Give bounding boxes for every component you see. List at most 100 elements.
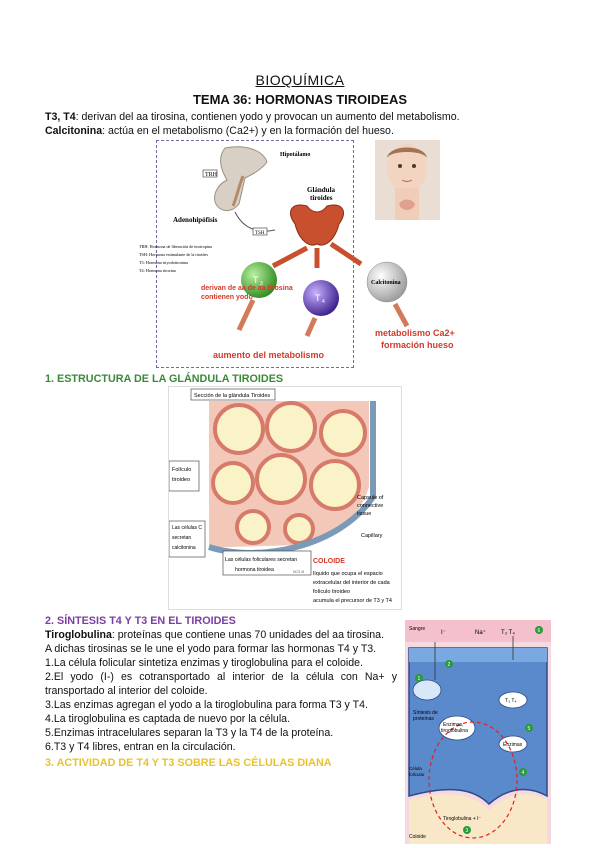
hormone-diagram-frame — [156, 140, 354, 368]
step-markers: 1 2 3 4 5 6 — [415, 626, 543, 834]
arrow-to-t3 — [271, 245, 309, 269]
watermark: NCS M — [293, 570, 304, 574]
na-label: Na⁺ — [475, 629, 486, 636]
capillary-label: Capillary — [361, 533, 383, 539]
t3-ball-label: T — [253, 275, 259, 285]
seccion-box — [190, 388, 276, 401]
page-title: BIOQUÍMICA — [255, 72, 345, 88]
step-5: 5.Enzimas intracelulares separan la T3 y… — [45, 727, 334, 739]
capsule-label-3: tissue — [357, 511, 371, 517]
gland-structure-figure: Sección de la glándula Tiroides Folículo… — [168, 386, 402, 610]
tsh-arrow — [234, 211, 276, 232]
legend-tsh: TSH: Hormona estimulante de la tiroides — [139, 252, 208, 257]
section3-heading: 3. ACTIVIDAD DE T4 Y T3 SOBRE LAS CÉLULA… — [45, 757, 332, 769]
mouth — [401, 179, 413, 182]
step-marker-5-label: 5 — [528, 726, 531, 732]
step-1: 1.La célula folicular sintetiza enzimas … — [45, 657, 363, 669]
legend-trh: TRH: Hormona de liberación de tirotropin… — [139, 244, 212, 249]
tiroglobulina-term: Tiroglobulina — [45, 629, 112, 641]
section2-body: Tiroglobulina: proteínas que contiene un… — [45, 628, 397, 754]
t3t4-text: : derivan del aa tirosina, contienen yod… — [75, 111, 460, 123]
coloide-text-3: folículo tiroideo — [313, 589, 350, 595]
coloide-diagram-label: Coloide — [409, 834, 426, 840]
follicle — [235, 509, 271, 545]
step-6: 6.T3 y T4 libres, entran en la circulaci… — [45, 741, 236, 753]
step-3: 3.Las enzimas agregan el yodo a la tirog… — [45, 699, 368, 711]
calcitonina-text: : actúa en el metabolismo (Ca2+) y en la… — [102, 125, 394, 137]
section1-heading: 1. ESTRUCTURA DE LA GLÁNDULA TIROIDES — [45, 373, 284, 385]
seccion-label: Sección de la glándula Tiroides — [194, 393, 270, 399]
capsule-label-1: Capsule of — [357, 495, 384, 501]
follicular-cells — [408, 647, 548, 806]
trh-box — [202, 169, 218, 178]
nucleus — [412, 679, 442, 701]
arrow-t3-down — [236, 298, 256, 332]
vesicle-enzimas — [438, 715, 476, 741]
eye-left — [398, 164, 402, 168]
t3-ball-sub: 3 — [260, 281, 263, 287]
t4-ball-label: T — [315, 293, 321, 303]
step-4: 4.La tiroglobulina es captada de nuevo p… — [45, 713, 291, 725]
tiroglobulina-line: Tiroglobulina: proteínas que contiene un… — [45, 628, 397, 642]
section2-p2: A dichas tirosinas se le une el yodo par… — [45, 643, 377, 655]
hormone-diagram: TRH Hipotálamo Adenohipófisis TSH Glándu… — [139, 146, 455, 360]
follicle — [283, 513, 315, 545]
t3t4-mid-label: T₃ T₄ — [505, 698, 516, 704]
foliculo-label-1: Folículo — [172, 467, 191, 473]
cell-membrane-top — [409, 648, 547, 662]
derivan-line-1: derivan de aa de aa tirosina — [201, 285, 293, 292]
thyroid-outline — [399, 199, 415, 210]
step-marker-1 — [415, 674, 423, 682]
coloide-text-4: acumula el precursor de T3 y T4 — [313, 598, 392, 604]
formacion-label: formación hueso — [381, 340, 454, 350]
t3t4-top-label: T₃ T₄ — [501, 630, 515, 636]
iodide-label: I⁻ — [441, 630, 446, 636]
celulas-c-2: secretan — [172, 535, 191, 541]
synthesis-diagram: Sangre I⁻ Na⁺ T₃ T₄ Síntesis de proteína… — [405, 620, 551, 844]
sintesis-label-2: proteínas — [413, 716, 434, 722]
t3-ball — [241, 262, 277, 298]
enzimas-tg-2: tiroglobulina — [441, 728, 468, 734]
step-marker-2 — [445, 660, 453, 668]
step-marker-4-label: 4 — [522, 770, 525, 776]
section2-heading: 2. SÍNTESIS T4 Y T3 EN EL TIROIDES — [45, 615, 236, 627]
enzimas-label: Enzimas — [503, 742, 523, 748]
arrow-to-calcitonina — [329, 241, 363, 267]
legend-t3: T3: Hormona triyodotironina — [139, 260, 188, 265]
step-marker-3 — [463, 826, 471, 834]
neck-photo — [375, 140, 440, 220]
hair — [387, 147, 427, 158]
step-marker-6 — [535, 626, 543, 634]
calcitonina-ball — [366, 261, 408, 303]
adenohipofisis-label: Adenohipófisis — [173, 216, 218, 224]
tsh-box — [252, 227, 268, 236]
t4-ball-sub: 4 — [322, 299, 325, 305]
tiroglobulina-diagram-label: Tiroglobulina + I⁻ — [443, 816, 482, 822]
foliculo-box — [168, 460, 200, 492]
glandula-label-2: tiroides — [310, 194, 333, 202]
coloide-text-1: líquido que ocupa el espacio — [313, 571, 383, 577]
follicle — [319, 409, 367, 457]
derivan-line-2: contienen yodo — [201, 294, 253, 301]
follicle — [265, 401, 317, 453]
t3t4-term: T3, T4 — [45, 111, 76, 123]
aumento-label: aumento del metabolismo — [213, 350, 325, 360]
colloid — [409, 794, 547, 844]
step-2: 2.El yodo (I-) es cotransportado al inte… — [45, 671, 397, 697]
dashed-loop — [428, 721, 518, 839]
stalk-shape — [231, 175, 245, 207]
celulas-foliculares-box — [222, 550, 312, 576]
step-marker-1-label: 1 — [418, 676, 421, 682]
intro-t3t4: T3, T4: derivan del aa tirosina, contien… — [45, 111, 460, 123]
tsh-label: TSH — [255, 231, 265, 236]
step-marker-2-label: 2 — [448, 662, 451, 668]
coloide-text-2: extracelular del interior de cada — [313, 580, 391, 586]
celulas-c-box — [168, 520, 206, 558]
calcitonina-term: Calcitonina — [45, 125, 103, 137]
arrow-t4-down — [304, 316, 318, 338]
step-marker-4 — [519, 768, 527, 776]
sangre-label: Sangre — [409, 626, 425, 632]
celulas-c-3: calcitonina — [172, 545, 196, 551]
foliculo-label-2: tiroideo — [172, 477, 190, 483]
follicles — [211, 401, 367, 545]
